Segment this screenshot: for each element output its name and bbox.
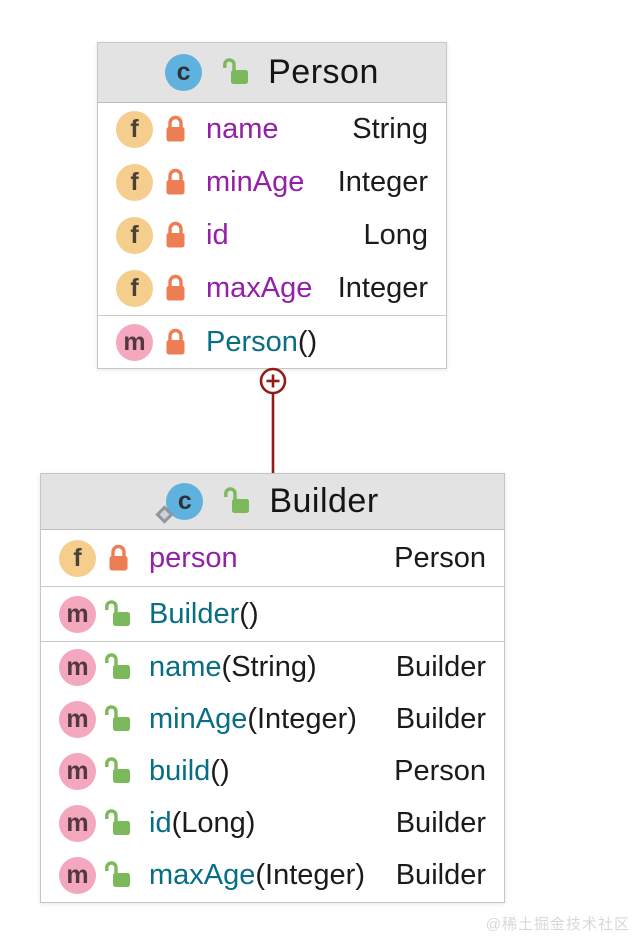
private-lock-icon — [166, 168, 185, 195]
public-lock-icon — [105, 756, 130, 783]
method-icon: m — [59, 856, 96, 894]
field-name: id — [206, 219, 229, 251]
field-name: minAge — [206, 166, 305, 198]
method-params: (Long) — [171, 806, 256, 839]
public-lock-icon — [224, 487, 250, 513]
method-row-builder-ctor[interactable]: m Builder() — [41, 586, 504, 641]
static-diamond-icon — [155, 505, 175, 524]
watermark: @稀土掘金技术社区 — [485, 916, 630, 933]
inner-class-anchor-icon — [259, 367, 287, 395]
field-row-name[interactable]: f name String — [98, 103, 446, 156]
method-name: Builder — [149, 597, 240, 630]
field-icon: f — [116, 111, 153, 148]
field-row-id[interactable]: f id Long — [98, 209, 446, 262]
public-lock-icon — [105, 860, 130, 887]
method-params: (Integer) — [247, 702, 357, 735]
private-lock-icon — [166, 328, 185, 354]
field-row-maxage[interactable]: f maxAge Integer — [98, 262, 446, 315]
field-type: Integer — [337, 272, 428, 304]
class-title: Person — [268, 53, 379, 91]
method-params: () — [239, 597, 259, 630]
method-icon: m — [59, 595, 96, 633]
method-row-minage[interactable]: m minAge(Integer) Builder — [41, 693, 504, 745]
private-lock-icon — [166, 221, 185, 248]
field-name: person — [149, 541, 238, 574]
method-params: (Integer) — [255, 858, 365, 891]
public-lock-icon — [223, 58, 249, 84]
public-lock-icon — [105, 599, 130, 626]
method-name: build — [149, 754, 211, 787]
method-name: id — [149, 806, 172, 839]
field-icon: f — [59, 539, 96, 577]
class-node-person[interactable]: c Person f name String f minAge Integer — [97, 42, 447, 369]
method-name: maxAge — [149, 858, 256, 891]
public-lock-icon — [105, 653, 130, 679]
method-params: () — [297, 325, 318, 358]
class-header-builder[interactable]: c Builder — [41, 474, 504, 530]
private-lock-icon — [109, 544, 128, 570]
field-type: Integer — [337, 166, 428, 198]
field-name: name — [206, 113, 279, 145]
method-icon: m — [116, 323, 153, 361]
method-return-type: Builder — [395, 858, 486, 891]
method-return-type: Builder — [395, 702, 486, 735]
method-icon: m — [59, 649, 96, 686]
field-name: maxAge — [206, 272, 313, 304]
method-row-person-ctor[interactable]: m Person() — [98, 315, 446, 368]
field-row-person[interactable]: f person Person — [41, 530, 504, 586]
field-icon: f — [116, 270, 153, 307]
method-name: Person — [206, 325, 298, 358]
method-row-maxage[interactable]: m maxAge(Integer) Builder — [41, 849, 504, 901]
class-icon: c — [155, 483, 204, 524]
method-row-name[interactable]: m name(String) Builder — [41, 641, 504, 693]
method-row-id[interactable]: m id(Long) Builder — [41, 797, 504, 849]
field-icon: f — [116, 217, 153, 254]
class-header-person[interactable]: c Person — [98, 43, 446, 103]
public-lock-icon — [105, 808, 130, 835]
method-return-type: Builder — [395, 806, 486, 839]
inner-class-edge — [259, 367, 287, 477]
method-return-type: Person — [394, 754, 486, 787]
method-icon: m — [59, 700, 96, 738]
method-icon: m — [59, 752, 96, 790]
method-name: name — [149, 651, 222, 683]
private-lock-icon — [166, 115, 185, 142]
method-name: minAge — [149, 702, 248, 735]
field-icon: f — [116, 164, 153, 201]
private-lock-icon — [166, 274, 185, 301]
public-lock-icon — [105, 704, 130, 731]
method-params: (String) — [221, 651, 317, 683]
field-type: Long — [363, 219, 428, 251]
class-node-builder[interactable]: c Builder f person Person m Builder() — [40, 473, 505, 903]
method-row-build[interactable]: m build() Person — [41, 745, 504, 797]
method-icon: m — [59, 804, 96, 842]
class-title: Builder — [269, 482, 379, 520]
class-icon: c — [165, 54, 203, 91]
field-type: Person — [394, 541, 486, 574]
method-return-type: Builder — [395, 651, 486, 683]
method-params: () — [210, 754, 230, 787]
field-row-minage[interactable]: f minAge Integer — [98, 156, 446, 209]
field-type: String — [352, 113, 428, 145]
